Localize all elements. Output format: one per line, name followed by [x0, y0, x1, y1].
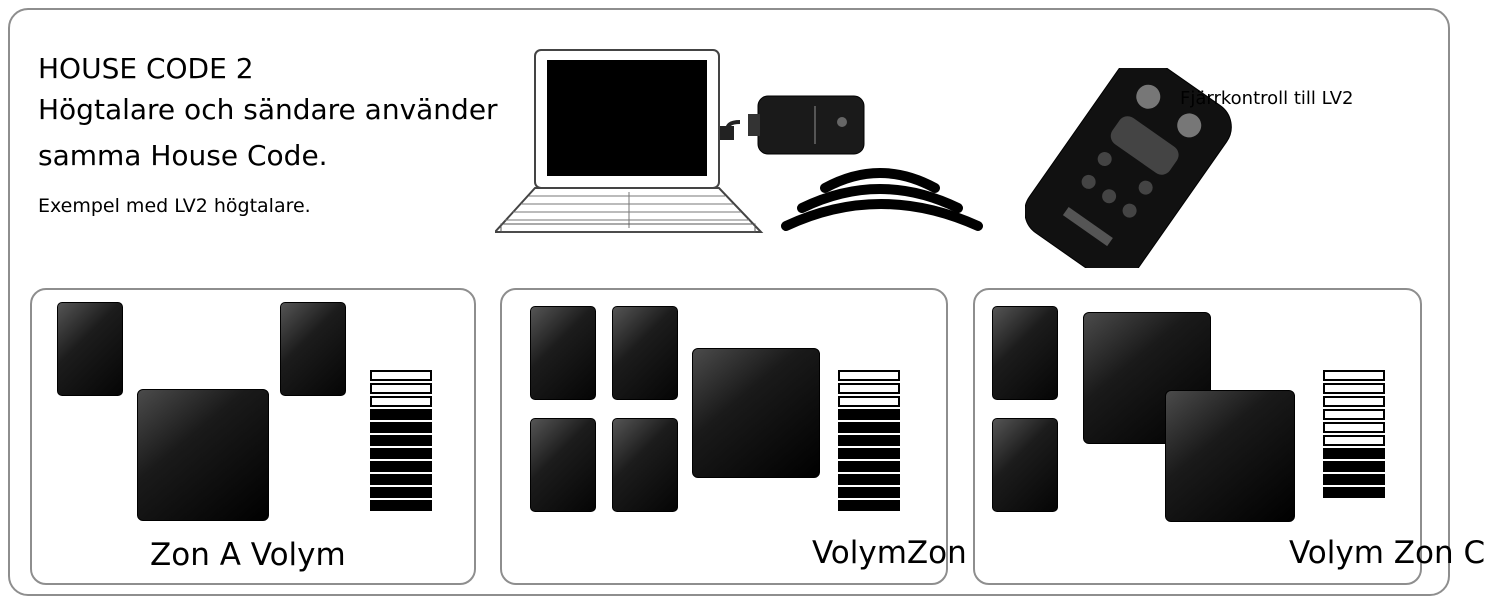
volume-segment-off: [838, 370, 900, 381]
volume-segment-off: [370, 383, 432, 394]
volume-segment-on: [370, 409, 432, 420]
zone-label: Volym Zon C: [1289, 535, 1486, 571]
subwoofer-icon: [137, 389, 269, 521]
volume-segment-off: [1323, 383, 1385, 394]
volume-segment-off: [370, 396, 432, 407]
volume-segment-on: [1323, 461, 1385, 472]
volume-segment-on: [370, 435, 432, 446]
volume-segment-on: [370, 461, 432, 472]
diagram-frame: [8, 8, 1450, 596]
speaker-icon: [992, 418, 1058, 512]
speaker-icon: [280, 302, 346, 396]
remote-control-icon: [1025, 68, 1232, 268]
speaker-icon: [57, 302, 123, 396]
volume-segment-on: [370, 474, 432, 485]
volume-segment-on: [838, 435, 900, 446]
zone-c-panel: Volym Zon C: [973, 288, 1485, 585]
volume-segment-on: [838, 409, 900, 420]
volume-segment-off: [838, 383, 900, 394]
volume-segment-off: [1323, 396, 1385, 407]
volume-segment-off: [838, 396, 900, 407]
volume-segment-on: [370, 448, 432, 459]
description-line-1: Högtalare och sändare använder: [38, 93, 498, 126]
speaker-icon: [530, 306, 596, 400]
zone-label: Zon A Volym: [150, 537, 346, 573]
zone-b-panel: VolymZon B: [500, 288, 998, 585]
volume-segment-on: [838, 474, 900, 485]
volume-meter: [370, 370, 432, 511]
volume-segment-on: [370, 422, 432, 433]
wireless-signal-icon: [781, 168, 983, 231]
speaker-icon: [992, 306, 1058, 400]
volume-segment-on: [838, 461, 900, 472]
zone-a-panel: Zon A Volym: [30, 288, 476, 585]
volume-segment-off: [1323, 435, 1385, 446]
volume-segment-off: [1323, 422, 1385, 433]
volume-segment-on: [370, 487, 432, 498]
subwoofer-icon: [1165, 390, 1295, 522]
zone-label: VolymZon B: [812, 535, 998, 571]
volume-segment-on: [1323, 448, 1385, 459]
remote-label: Fjärrkontroll till LV2: [1180, 88, 1354, 109]
volume-segment-off: [370, 370, 432, 381]
laptop-icon: [495, 49, 764, 233]
description-line-2: samma House Code.: [38, 139, 328, 172]
volume-segment-on: [1323, 487, 1385, 498]
usb-transmitter-icon: [720, 95, 865, 155]
speaker-icon: [612, 418, 678, 512]
speaker-icon: [530, 418, 596, 512]
volume-segment-on: [370, 500, 432, 511]
subwoofer-icon: [692, 348, 820, 478]
volume-segment-on: [838, 448, 900, 459]
example-note: Exempel med LV2 högtalare.: [38, 195, 311, 217]
volume-segment-on: [838, 500, 900, 511]
volume-segment-off: [1323, 409, 1385, 420]
volume-meter: [1323, 370, 1385, 498]
volume-segment-on: [838, 487, 900, 498]
volume-segment-off: [1323, 370, 1385, 381]
speaker-icon: [612, 306, 678, 400]
volume-segment-on: [1323, 474, 1385, 485]
volume-segment-on: [838, 422, 900, 433]
volume-meter: [838, 370, 900, 511]
house-code-title: HOUSE CODE 2: [38, 52, 254, 85]
